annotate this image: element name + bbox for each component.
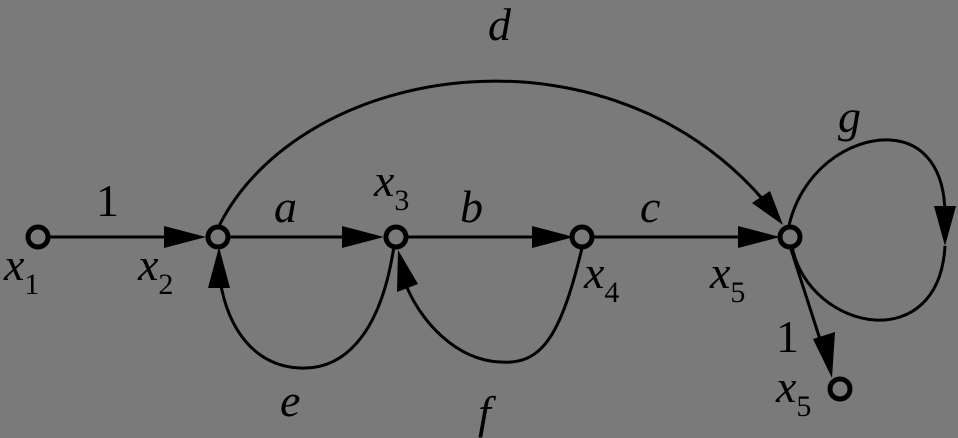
- arrow-x3-x2: [208, 247, 230, 288]
- arrow-x5-x5out: [813, 332, 835, 378]
- edge-label-x5-self: g: [838, 91, 861, 142]
- arrow-x2-x5: [752, 191, 783, 225]
- edge-x2-x5: [216, 79, 780, 229]
- node-label-x5-output: x5: [775, 361, 811, 423]
- edge-x4-x3: [404, 247, 584, 364]
- edge-label-x3-x4: b: [460, 181, 483, 232]
- node-label-x4: x4: [583, 247, 619, 309]
- edges: [38, 79, 956, 378]
- edge-label-x3-x2: e: [280, 375, 300, 426]
- edge-x5-self: [786, 138, 947, 231]
- node-label-x5: x5: [709, 247, 745, 309]
- node-x1: [25, 224, 51, 250]
- node-x5: [777, 224, 803, 250]
- arrow-x5-self: [934, 206, 956, 246]
- node-label-x1: x1: [3, 239, 39, 301]
- edge-labels: 1 a b c d e f g 1: [96, 0, 861, 438]
- edge-label-x2-x5: d: [488, 0, 512, 50]
- edge-label-x4-x3: f: [478, 387, 497, 438]
- node-label-x2: x2: [137, 239, 173, 301]
- nodes: [25, 224, 853, 402]
- edge-x5-self-return: [790, 245, 947, 322]
- arrow-x1-x2: [164, 226, 206, 248]
- edge-label-x4-x5: c: [640, 181, 660, 232]
- arrow-x4-x5: [738, 226, 780, 248]
- node-x4: [569, 224, 595, 250]
- arrow-x3-x4: [532, 226, 574, 248]
- edge-x3-x2: [218, 245, 396, 370]
- node-x3: [383, 224, 409, 250]
- arrow-x2-x3: [342, 226, 384, 248]
- edge-label-x2-x3: a: [274, 181, 297, 232]
- node-x5-output: [827, 376, 853, 402]
- node-labels: x1 x2 x3 x4 x5 x5: [3, 155, 811, 423]
- edge-label-x5-x5out: 1: [776, 311, 799, 362]
- arrow-x4-x3: [397, 250, 418, 292]
- node-x2: [205, 224, 231, 250]
- edge-label-x1-x2: 1: [96, 175, 119, 226]
- node-label-x3: x3: [373, 155, 409, 217]
